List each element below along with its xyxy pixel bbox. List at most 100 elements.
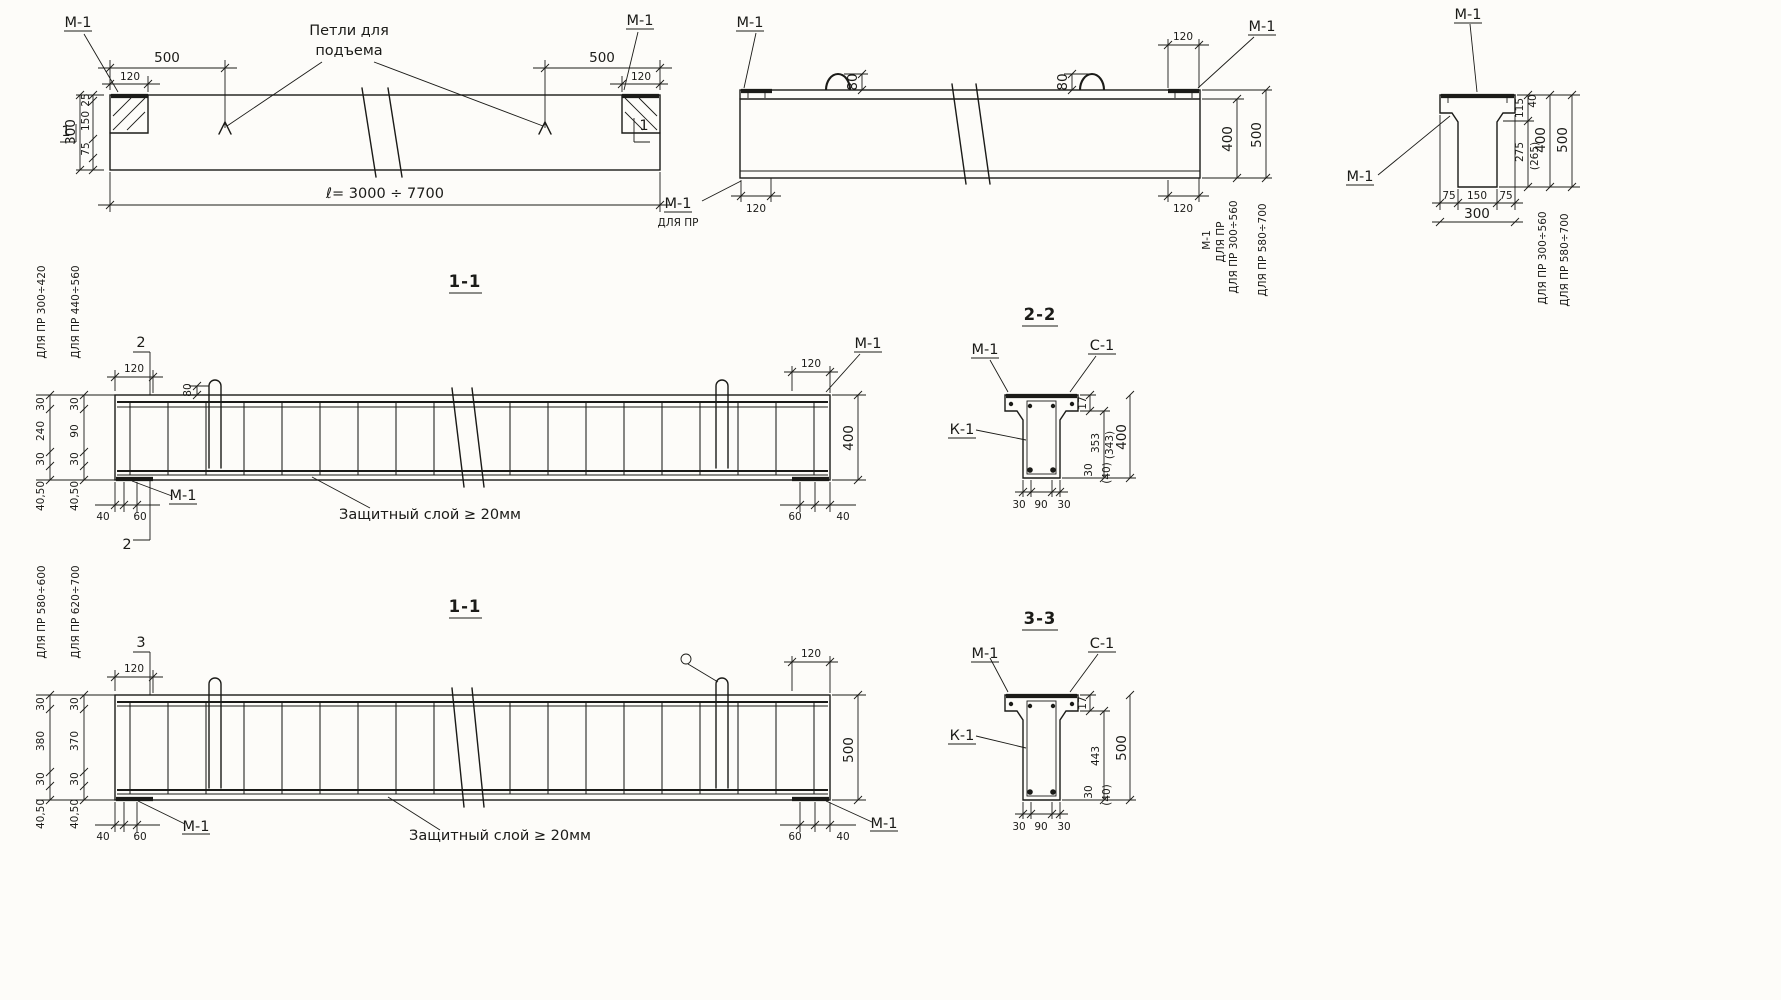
- m1-label: М-1: [737, 15, 764, 31]
- dim-label: 30: [1057, 499, 1070, 511]
- dim-label: 30: [1083, 463, 1095, 476]
- dim-label: 75: [80, 142, 92, 155]
- dim-label: 30: [35, 452, 47, 465]
- view-cross-section: М-1 М-1 115 40 275 (265) 400 500 75 150 …: [1346, 7, 1580, 307]
- dim-label: 120: [1173, 203, 1193, 215]
- dim-label: 120: [801, 648, 821, 660]
- dim-label: 120: [746, 203, 766, 215]
- view-b-ticks: [736, 40, 1271, 201]
- dim-label: 75: [1442, 190, 1455, 202]
- dim-label: 40,50: [69, 799, 81, 829]
- dim-label: 30: [35, 772, 47, 785]
- section-title: 3-3: [1024, 609, 1057, 628]
- dim-label: 25: [80, 93, 92, 106]
- section-3-3: 3-3 М-1 С-1 К-1 17 443 500 30 (40) 30 90…: [948, 609, 1136, 833]
- dim-label: 30: [69, 772, 81, 785]
- dim-label: (40): [1101, 784, 1113, 806]
- c1-label: С-1: [1090, 338, 1115, 354]
- dim-label: 353: [1090, 433, 1102, 453]
- dim-label: 60: [788, 511, 801, 523]
- cover-note: Защитный слой ≥ 20мм: [409, 828, 591, 844]
- dim-label: 80: [182, 383, 194, 396]
- lifting-loops-note: Петли для: [309, 23, 389, 39]
- section-title: 1-1: [449, 597, 482, 616]
- k1-label: К-1: [950, 728, 975, 744]
- m1-label: М-1: [627, 13, 654, 29]
- view-top-elevation: М-1 М-1 80 80 120 120 120 М-1 ДЛЯ ПР М-1…: [658, 15, 1276, 297]
- range-note: ДЛЯ ПР 440÷560: [70, 265, 82, 358]
- c1-label: С-1: [1090, 636, 1115, 652]
- section-2-2: 2-2 М-1 С-1 К-1 17 353 (343) 400 30 (40)…: [948, 305, 1136, 511]
- dim-label: 115: [1514, 98, 1526, 118]
- sec33-ticks: [1018, 690, 1135, 819]
- dim-label: 80: [845, 73, 861, 90]
- dim-label: 400: [1114, 424, 1130, 450]
- range-note: ДЛЯ ПР 620÷700: [70, 565, 82, 658]
- m1-label: М-1: [972, 342, 999, 358]
- dim-label: 40,50: [69, 481, 81, 511]
- dim-label: 120: [801, 358, 821, 370]
- dim-label: 370: [69, 731, 81, 751]
- section-title: 1-1: [449, 272, 482, 291]
- dim-label: 60: [133, 511, 146, 523]
- lifting-loops-note: подъема: [315, 43, 382, 59]
- k1-label: К-1: [950, 422, 975, 438]
- sec22-ticks: [1018, 390, 1135, 497]
- m1-label: М-1: [1249, 19, 1276, 35]
- range-note: ДЛЯ ПР 300÷560: [1537, 211, 1549, 304]
- dim-label: 120: [120, 71, 140, 83]
- range-note: ДЛЯ ПР 580÷700: [1559, 213, 1571, 306]
- range-note: ДЛЯ ПР 300÷560: [1228, 200, 1240, 293]
- dim-label: 30: [35, 697, 47, 710]
- dim-label: 500: [589, 50, 615, 66]
- range-note: ДЛЯ ПР 580÷600: [36, 565, 48, 658]
- dim-label: 500: [154, 50, 180, 66]
- dim-label: 17: [1077, 396, 1089, 409]
- section-1-1-h400: 1-1 ДЛЯ ПР 300÷420 ДЛЯ ПР 440÷560 30 240…: [35, 265, 882, 553]
- dim-label: 275: [1514, 142, 1526, 162]
- m1-label: М-1: [972, 646, 999, 662]
- section-mark: 1: [61, 124, 70, 140]
- dim-label: 90: [69, 424, 81, 437]
- dim-label: 240: [35, 421, 47, 441]
- dim-label: 75: [1499, 190, 1512, 202]
- dim-label: 150: [80, 111, 92, 131]
- dim-label: 90: [1034, 821, 1047, 833]
- m1-label: М-1: [183, 819, 210, 835]
- dim-label: 40,50: [35, 481, 47, 511]
- dim-label: 30: [69, 397, 81, 410]
- range-note: ДЛЯ ПР 580÷700: [1257, 203, 1269, 296]
- m1-label: М-1: [1347, 169, 1374, 185]
- dim-label: 80: [1055, 73, 1071, 90]
- m1-note: ДЛЯ ПР: [1215, 222, 1227, 263]
- dim-label: 120: [631, 71, 651, 83]
- stirrups: [129, 402, 815, 475]
- dim-label: 300: [1464, 206, 1490, 222]
- dim-label: 90: [1034, 499, 1047, 511]
- dim-label: 30: [1012, 499, 1025, 511]
- dim-label: 400: [841, 425, 857, 451]
- dim-label: 40,50: [35, 799, 47, 829]
- dim-label: 30: [1057, 821, 1070, 833]
- range-note: ДЛЯ ПР 300÷420: [36, 265, 48, 358]
- length-dimension: ℓ= 3000 ÷ 7700: [325, 186, 444, 202]
- dim-label: 150: [1467, 190, 1487, 202]
- section-mark: 3: [136, 635, 145, 651]
- dim-label: (343): [1104, 431, 1116, 459]
- dim-label: 120: [1173, 31, 1193, 43]
- dim-label: 400: [1533, 127, 1549, 153]
- dim-label: 30: [69, 697, 81, 710]
- dim-label: 40: [836, 831, 849, 843]
- dim-label: 30: [35, 397, 47, 410]
- m1-note: М-1: [1201, 230, 1213, 250]
- dim-label: 120: [124, 363, 144, 375]
- m1-label: М-1: [65, 15, 92, 31]
- dim-label: 500: [1114, 735, 1130, 761]
- dim-label: 30: [1083, 785, 1095, 798]
- dim-label: 400: [1220, 126, 1236, 152]
- dim-label: 30: [1012, 821, 1025, 833]
- section-mark: 1: [639, 118, 648, 134]
- sec11b-ticks: [45, 657, 863, 830]
